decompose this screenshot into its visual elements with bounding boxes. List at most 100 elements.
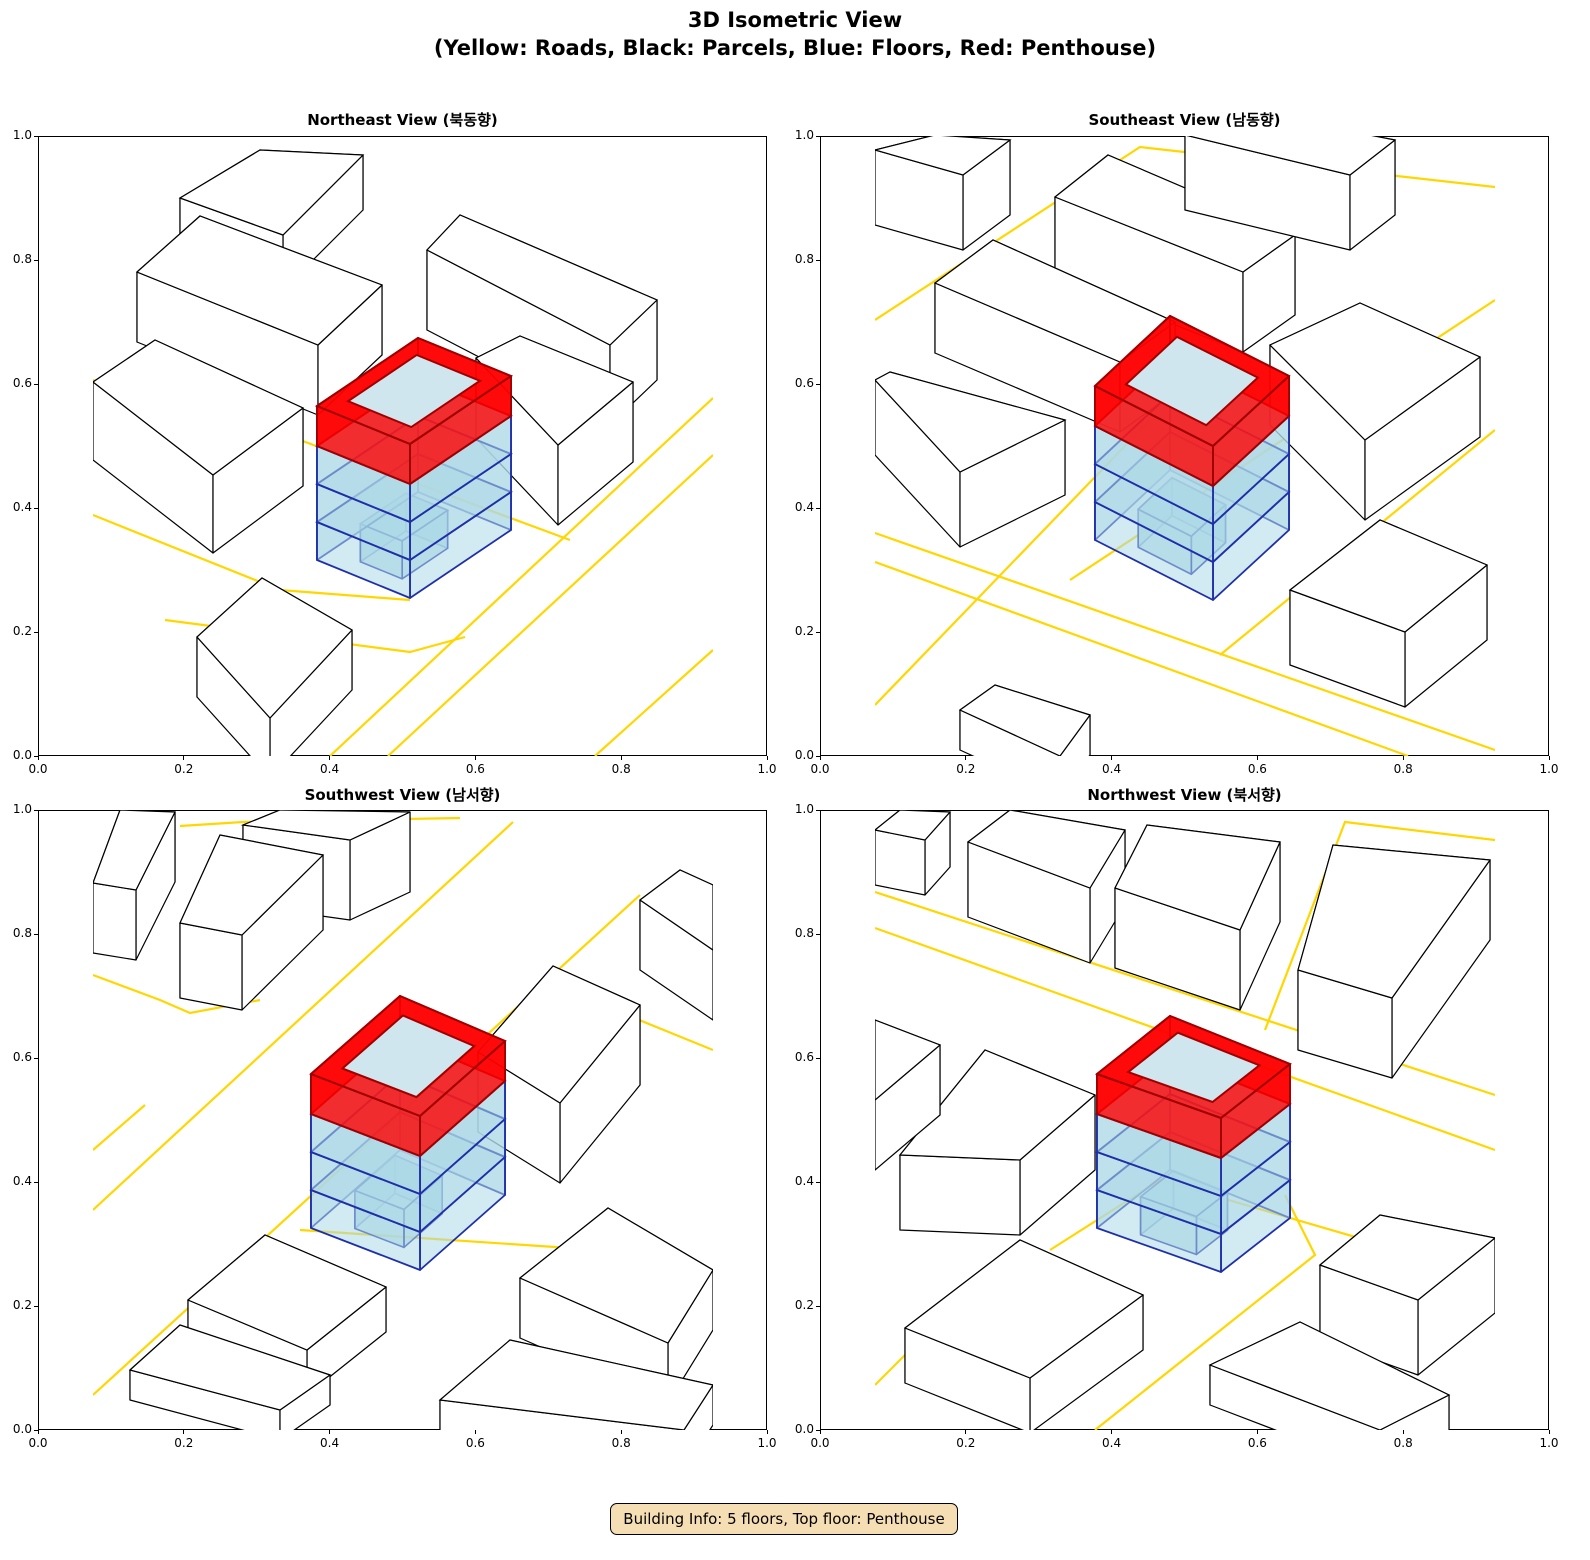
y-tick-label: 1.0 bbox=[12, 802, 32, 816]
x-tick-mark bbox=[819, 756, 821, 760]
y-tick-label: 0.8 bbox=[794, 252, 814, 266]
figure-title-line1: 3D Isometric View bbox=[687, 8, 903, 32]
x-tick-label: 1.0 bbox=[1539, 1436, 1559, 1450]
x-tick-mark bbox=[620, 1430, 622, 1434]
penthouse-courtyard bbox=[1124, 335, 1260, 427]
road-line bbox=[594, 649, 713, 756]
y-tick-mark bbox=[34, 1181, 38, 1183]
parcel-building-top-face bbox=[196, 577, 353, 719]
x-tick-mark bbox=[474, 756, 476, 760]
x-tick-mark bbox=[183, 756, 185, 760]
scene-content bbox=[875, 136, 1495, 756]
parcel-building-top-face bbox=[903, 1239, 1145, 1379]
axes-northeast bbox=[38, 136, 767, 756]
x-tick-mark bbox=[766, 1430, 768, 1434]
parcel-building-top-face bbox=[1114, 824, 1281, 931]
parcel-building-top-face bbox=[477, 965, 641, 1104]
y-tick-mark bbox=[34, 1305, 38, 1307]
parcel-building-top-face bbox=[186, 1234, 388, 1351]
x-tick-mark bbox=[474, 1430, 476, 1434]
y-tick-mark bbox=[816, 1057, 820, 1059]
y-tick-mark bbox=[816, 507, 820, 509]
y-tick-mark bbox=[34, 135, 38, 137]
y-tick-label: 0.2 bbox=[12, 624, 32, 638]
x-tick-mark bbox=[183, 1430, 185, 1434]
road-line bbox=[329, 397, 713, 756]
x-tick-mark bbox=[37, 756, 39, 760]
x-tick-label: 0.8 bbox=[611, 1436, 631, 1450]
road-line bbox=[875, 531, 1495, 752]
y-tick-label: 0.6 bbox=[12, 376, 32, 390]
x-tick-mark bbox=[1402, 756, 1404, 760]
y-tick-mark bbox=[816, 1181, 820, 1183]
x-tick-label: 1.0 bbox=[757, 1436, 777, 1450]
y-tick-label: 0.8 bbox=[794, 926, 814, 940]
parcel-building-top-face bbox=[518, 1207, 713, 1344]
figure-title: 3D Isometric View (Yellow: Roads, Black:… bbox=[0, 6, 1590, 62]
parcel-building-top-face bbox=[966, 810, 1126, 889]
parcel-building-side-face bbox=[93, 882, 137, 961]
parcel-building-top-face bbox=[875, 136, 1012, 176]
y-tick-label: 0.2 bbox=[794, 1298, 814, 1312]
x-tick-mark bbox=[329, 756, 331, 760]
x-tick-label: 0.4 bbox=[320, 762, 340, 776]
y-tick-mark bbox=[34, 755, 38, 757]
y-tick-mark bbox=[34, 1057, 38, 1059]
parcel-building-side-face bbox=[179, 922, 243, 1011]
y-tick-label: 0.6 bbox=[12, 1050, 32, 1064]
x-tick-label: 0.2 bbox=[956, 762, 976, 776]
x-tick-label: 0.4 bbox=[1102, 762, 1122, 776]
scene-southeast bbox=[875, 136, 1495, 756]
penthouse-courtyard bbox=[340, 1014, 477, 1099]
road-line bbox=[93, 1104, 146, 1151]
y-tick-label: 0.8 bbox=[12, 252, 32, 266]
scene-content bbox=[93, 810, 713, 1430]
y-tick-label: 0.6 bbox=[794, 376, 814, 390]
panel-title-northwest: Northwest View (북서향) bbox=[1087, 786, 1282, 804]
x-tick-mark bbox=[1256, 1430, 1258, 1434]
panel-title-southeast: Southeast View (남동향) bbox=[1088, 111, 1281, 129]
parcel-building-top-face bbox=[1208, 1321, 1451, 1430]
y-tick-mark bbox=[816, 135, 820, 137]
x-tick-mark bbox=[37, 1430, 39, 1434]
y-tick-mark bbox=[816, 809, 820, 811]
x-tick-label: 0.4 bbox=[320, 1436, 340, 1450]
y-tick-mark bbox=[816, 933, 820, 935]
scene-northeast bbox=[93, 149, 713, 756]
x-tick-mark bbox=[965, 1430, 967, 1434]
parcel-building-top-face bbox=[1297, 844, 1492, 999]
y-tick-label: 0.4 bbox=[794, 500, 814, 514]
x-tick-label: 1.0 bbox=[757, 762, 777, 776]
road-line bbox=[387, 454, 713, 756]
x-tick-label: 0.2 bbox=[174, 1436, 194, 1450]
parcel-building-top-face bbox=[438, 1339, 713, 1430]
parcel-building-top-face bbox=[875, 371, 1067, 473]
x-tick-label: 0.8 bbox=[611, 762, 631, 776]
parcel-building-top-face bbox=[135, 215, 384, 346]
y-tick-label: 0.4 bbox=[12, 1174, 32, 1188]
y-tick-label: 0.0 bbox=[12, 748, 32, 762]
x-tick-mark bbox=[766, 756, 768, 760]
parcel-building-top-face bbox=[93, 810, 176, 891]
x-tick-label: 0.0 bbox=[28, 1436, 48, 1450]
x-tick-mark bbox=[1111, 1430, 1113, 1434]
x-tick-label: 0.6 bbox=[1247, 1436, 1267, 1450]
y-tick-label: 0.6 bbox=[794, 1050, 814, 1064]
y-tick-label: 1.0 bbox=[794, 802, 814, 816]
parcel-building-top-face bbox=[240, 810, 411, 841]
x-tick-label: 0.6 bbox=[465, 1436, 485, 1450]
x-tick-label: 0.8 bbox=[1393, 762, 1413, 776]
x-tick-mark bbox=[965, 756, 967, 760]
y-tick-mark bbox=[34, 383, 38, 385]
y-tick-label: 0.2 bbox=[794, 624, 814, 638]
y-tick-mark bbox=[816, 1429, 820, 1431]
x-tick-label: 0.6 bbox=[465, 762, 485, 776]
penthouse-courtyard bbox=[345, 353, 483, 429]
building-info-box: Building Info: 5 floors, Top floor: Pent… bbox=[610, 1503, 958, 1535]
parcel-building-top-face bbox=[426, 214, 659, 346]
parcel-building-top-face bbox=[178, 149, 365, 236]
road-line bbox=[875, 560, 1409, 756]
y-tick-mark bbox=[34, 507, 38, 509]
axes-northwest bbox=[820, 810, 1549, 1430]
parcel-building-top-face bbox=[958, 684, 1091, 756]
